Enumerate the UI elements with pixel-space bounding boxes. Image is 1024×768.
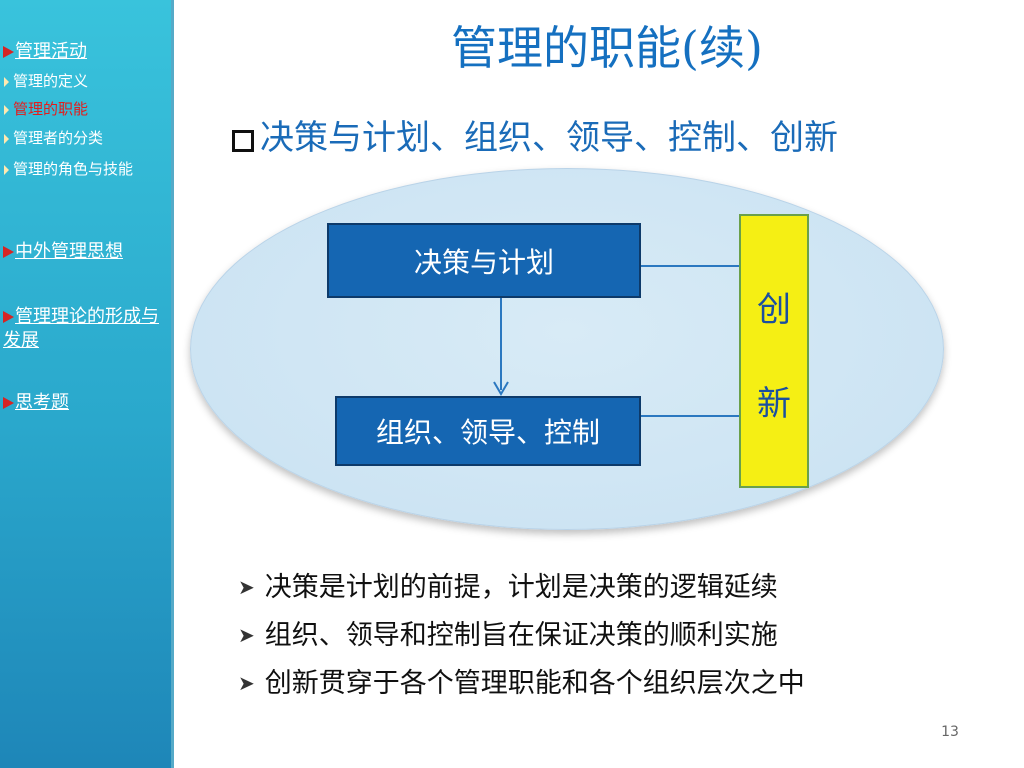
innovation-char-2: 新 xyxy=(757,384,791,424)
nav-sub-definition[interactable]: 管理的定义 xyxy=(3,70,165,92)
small-arrow-icon xyxy=(4,133,9,144)
nav-section-questions[interactable]: 思考题 xyxy=(3,391,165,415)
innovation-bar: 创 新 xyxy=(739,214,809,488)
point-2: ➤组织、领导和控制旨在保证决策的顺利实施 xyxy=(238,620,778,651)
red-arrow-icon xyxy=(3,311,14,323)
small-arrow-icon xyxy=(4,164,9,175)
slide-title: 管理的职能(续) xyxy=(451,21,763,75)
nav-sub-roles-skills[interactable]: 管理的角色与技能 xyxy=(3,158,163,180)
point-3: ➤创新贯穿于各个管理职能和各个组织层次之中 xyxy=(238,668,805,699)
nav-section-management-activities[interactable]: 管理活动 xyxy=(3,40,165,64)
nav-section-management-theory[interactable]: 管理理论的形成与发展 xyxy=(3,306,159,351)
red-arrow-icon xyxy=(3,397,14,409)
chevron-right-icon: ➤ xyxy=(238,671,255,695)
connector-org-innovation xyxy=(641,415,739,417)
square-bullet-icon xyxy=(232,130,254,152)
nav-sub-functions[interactable]: 管理的职能 xyxy=(3,98,165,120)
headline: 决策与计划、组织、领导、控制、创新 xyxy=(232,116,838,160)
small-arrow-icon xyxy=(4,76,9,87)
box-organize-lead-control: 组织、领导、控制 xyxy=(335,396,641,466)
innovation-char-1: 创 xyxy=(757,290,791,330)
chevron-right-icon: ➤ xyxy=(238,623,255,647)
red-arrow-icon xyxy=(3,246,14,258)
connector-plan-innovation xyxy=(641,265,739,267)
page-number: 13 xyxy=(941,724,959,740)
point-1: ➤决策是计划的前提，计划是决策的逻辑延续 xyxy=(238,572,778,603)
chevron-right-icon: ➤ xyxy=(238,575,255,599)
box-decision-planning: 决策与计划 xyxy=(327,223,641,298)
red-arrow-icon xyxy=(3,46,14,58)
down-arrow-icon xyxy=(493,298,509,396)
small-arrow-icon xyxy=(4,104,9,115)
nav-section-management-thought[interactable]: 中外管理思想 xyxy=(3,240,165,264)
nav-sub-manager-types[interactable]: 管理者的分类 xyxy=(3,127,165,149)
sidebar-nav: 管理活动 管理的定义 管理的职能 管理者的分类 管理的角色与技能 中外管理思想 … xyxy=(0,0,174,768)
